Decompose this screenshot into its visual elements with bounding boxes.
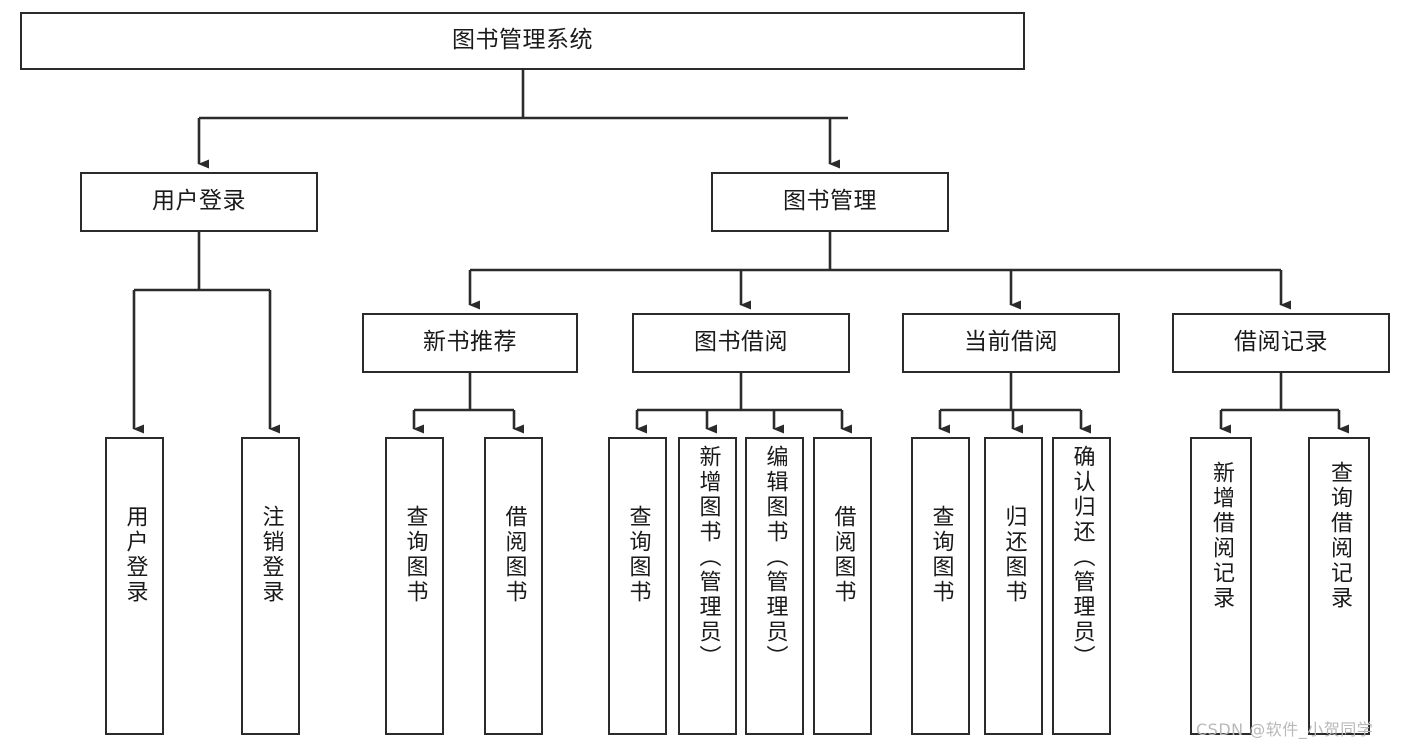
- node-root-label: 图书管理系统: [452, 27, 593, 54]
- node-root[interactable]: 图书管理系统: [20, 12, 1025, 70]
- node-new-book-recommendation[interactable]: 新书推荐: [362, 313, 578, 373]
- csdn-watermark: CSDN @软件_小贺同学: [1196, 720, 1374, 739]
- leaf-query-book-nbr-label: 查询图书: [402, 505, 428, 605]
- leaf-return-book-label: 归还图书: [1001, 505, 1027, 605]
- leaf-borrow-book-nbr-label: 借阅图书: [501, 505, 527, 605]
- leaf-return-book[interactable]: 归还图书: [984, 437, 1043, 735]
- leaf-add-book-admin-label: 新增图书（管理员）: [695, 445, 721, 670]
- node-book-borrowing-label: 图书借阅: [694, 329, 788, 356]
- leaf-add-borrow-record[interactable]: 新增借阅记录: [1190, 437, 1252, 735]
- node-current-borrowing-label: 当前借阅: [964, 329, 1058, 356]
- leaf-user-logout-label: 注销登录: [258, 505, 284, 605]
- leaf-query-borrow-record-label: 查询借阅记录: [1327, 461, 1352, 611]
- node-current-borrowing[interactable]: 当前借阅: [902, 313, 1120, 373]
- leaf-query-book-cb[interactable]: 查询图书: [911, 437, 970, 735]
- node-new-book-recommendation-label: 新书推荐: [423, 329, 517, 356]
- node-user-login-label: 用户登录: [152, 188, 246, 215]
- leaf-query-book-nbr[interactable]: 查询图书: [385, 437, 444, 735]
- leaf-edit-book-admin[interactable]: 编辑图书（管理员）: [745, 437, 804, 735]
- leaf-edit-book-admin-label: 编辑图书（管理员）: [762, 445, 788, 670]
- node-book-borrowing[interactable]: 图书借阅: [632, 313, 850, 373]
- leaf-add-book-admin[interactable]: 新增图书（管理员）: [678, 437, 737, 735]
- node-borrowing-record-label: 借阅记录: [1234, 329, 1328, 356]
- leaf-query-book-bb-label: 查询图书: [625, 505, 651, 605]
- node-user-login[interactable]: 用户登录: [80, 172, 318, 232]
- leaf-confirm-return-admin[interactable]: 确认归还（管理员）: [1052, 437, 1111, 735]
- node-book-management-label: 图书管理: [783, 188, 877, 215]
- leaf-add-borrow-record-label: 新增借阅记录: [1209, 461, 1234, 611]
- node-borrowing-record[interactable]: 借阅记录: [1172, 313, 1390, 373]
- leaf-borrow-book-nbr[interactable]: 借阅图书: [484, 437, 543, 735]
- leaf-query-book-bb[interactable]: 查询图书: [608, 437, 667, 735]
- leaf-user-login-label: 用户登录: [122, 505, 148, 605]
- leaf-query-book-cb-label: 查询图书: [928, 505, 954, 605]
- leaf-query-borrow-record[interactable]: 查询借阅记录: [1308, 437, 1370, 735]
- leaf-user-logout[interactable]: 注销登录: [241, 437, 300, 735]
- leaf-borrow-book-bb[interactable]: 借阅图书: [813, 437, 872, 735]
- leaf-confirm-return-admin-label: 确认归还（管理员）: [1069, 445, 1095, 670]
- leaf-borrow-book-bb-label: 借阅图书: [830, 505, 856, 605]
- node-book-management[interactable]: 图书管理: [711, 172, 949, 232]
- leaf-user-login[interactable]: 用户登录: [105, 437, 164, 735]
